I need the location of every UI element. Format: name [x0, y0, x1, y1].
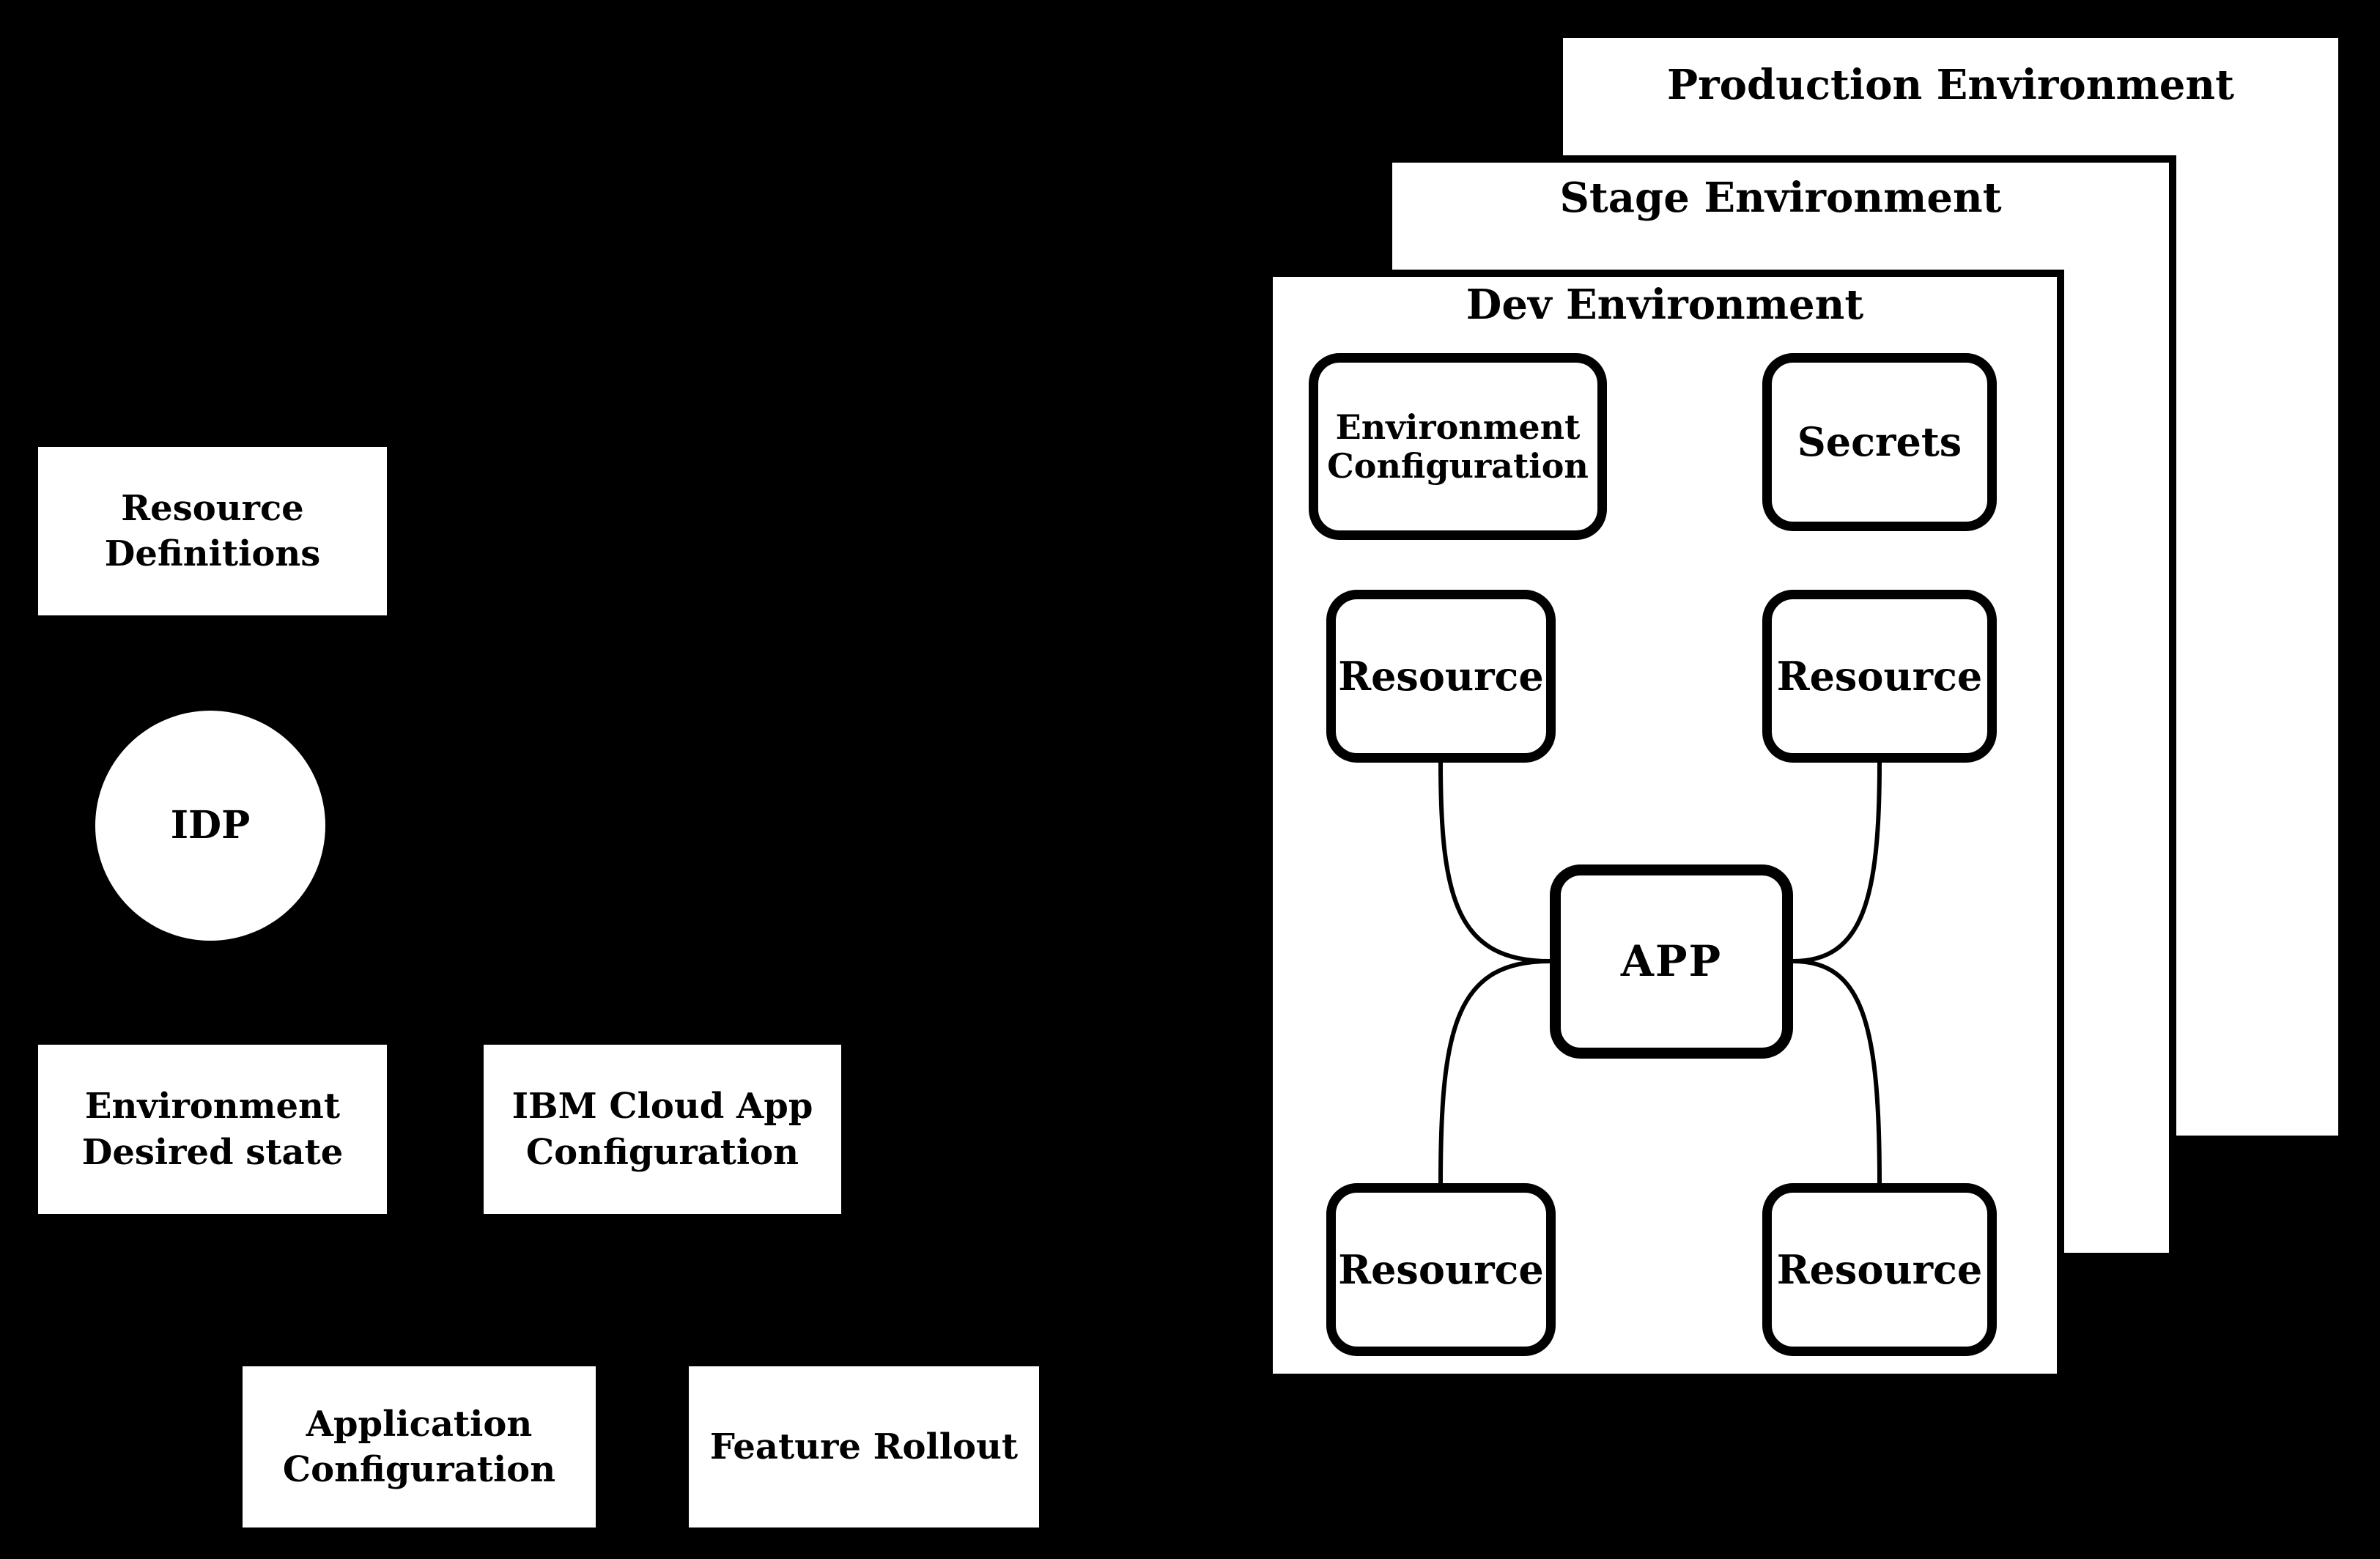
app-label: APP: [1620, 936, 1723, 987]
environment-desired-state-node: Environment Desired state: [38, 1045, 387, 1214]
secrets-node: Secrets: [1762, 353, 1997, 531]
environment-configuration-label: Environment Configuration: [1327, 407, 1589, 486]
resource-label: Resource: [1338, 1245, 1544, 1293]
idp-label: IDP: [170, 803, 251, 848]
resource-node-bottom-right: Resource: [1762, 1183, 1997, 1356]
idp-circle-node: IDP: [95, 711, 325, 941]
app-node: APP: [1550, 864, 1793, 1059]
resource-definitions-node: Resource Definitions: [38, 447, 387, 615]
dev-environment-title: Dev Environment: [1466, 281, 1864, 329]
connector-app-to-resource-bottomright: [1791, 959, 1882, 1185]
resource-label: Resource: [1338, 652, 1544, 700]
resource-label: Resource: [1776, 652, 1983, 700]
stage-environment-title: Stage Environment: [1559, 174, 2002, 222]
feature-rollout-label: Feature Rollout: [709, 1426, 1019, 1467]
connector-resource-topleft-to-app: [1438, 760, 1552, 963]
resource-definitions-label: Resource Definitions: [104, 487, 321, 574]
application-configuration-label: Application Configuration: [282, 1403, 556, 1490]
feature-rollout-node: Feature Rollout: [689, 1366, 1039, 1527]
dev-environment-box: Dev Environment Environment Configuratio…: [1265, 270, 2064, 1381]
environment-desired-state-label: Environment Desired state: [81, 1086, 344, 1173]
ibm-cloud-app-configuration-node: IBM Cloud App Configuration: [484, 1045, 841, 1214]
resource-node-bottom-left: Resource: [1326, 1183, 1556, 1356]
resource-node-top-left: Resource: [1326, 590, 1556, 763]
connector-app-to-resource-bottomleft: [1438, 959, 1552, 1185]
application-configuration-node: Application Configuration: [243, 1366, 596, 1527]
production-environment-title: Production Environment: [1667, 61, 2234, 109]
resource-node-top-right: Resource: [1762, 590, 1997, 763]
connector-lines: [1438, 760, 1882, 1185]
ibm-cloud-app-configuration-label: IBM Cloud App Configuration: [511, 1086, 813, 1173]
environment-configuration-node: Environment Configuration: [1309, 353, 1607, 540]
connector-resource-topright-to-app: [1791, 760, 1882, 963]
resource-label: Resource: [1776, 1245, 1983, 1293]
secrets-label: Secrets: [1797, 418, 1962, 466]
